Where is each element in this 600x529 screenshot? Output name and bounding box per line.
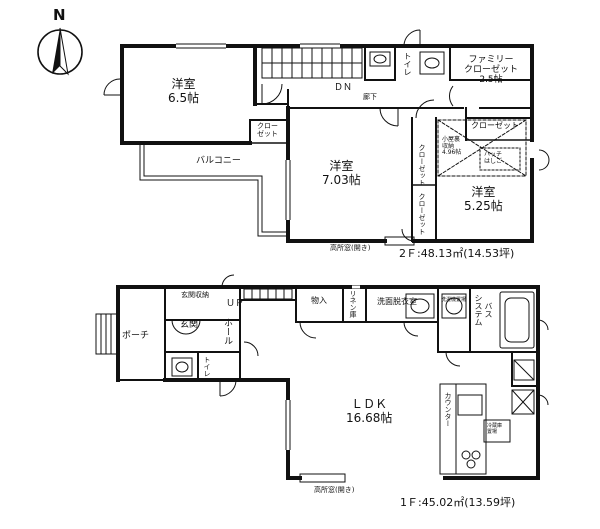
room-western-c: 洋室 5.25帖: [464, 185, 503, 214]
floor1-walls: [116, 285, 540, 480]
floor1-high-window-label: 高所窓(開き): [314, 486, 355, 494]
shoe-storage-label: 玄関収納: [181, 291, 209, 299]
closet-left-label: クロー ゼット: [257, 122, 278, 138]
family-closet-size: 2.5帖: [479, 74, 503, 85]
room-western-b-size: 7.03帖: [322, 172, 361, 187]
closet-vertical-1-label: クローゼット: [418, 144, 426, 186]
room-western-c-size: 5.25帖: [464, 198, 503, 213]
compass-north-label: N: [53, 6, 66, 24]
dn-label: ＤＮ: [334, 83, 353, 93]
floor1-fixtures: [171, 291, 535, 475]
floor1-area-label: 1Ｆ:45.02㎡(13.59坪): [400, 496, 516, 509]
family-closet-name: ファミリー: [468, 55, 514, 65]
entrance-label: 玄関: [180, 320, 199, 330]
up-label: ＵＰ: [226, 299, 245, 309]
room-western-b-name: 洋室: [329, 159, 354, 173]
attic-line3: 4.96帖: [442, 149, 462, 157]
room-western-c-name: 洋室: [471, 185, 496, 199]
room-western-a-size: 6.5帖: [168, 90, 200, 105]
room-ldk-size: 16.68帖: [346, 410, 393, 425]
room-western-a: 洋室 6.5帖: [168, 77, 200, 106]
floor2-toilet-label: トイレ: [403, 52, 412, 76]
bath-line2: バス: [484, 302, 493, 318]
floor2-windows: [176, 43, 415, 246]
hatch-line2: はしご: [484, 157, 503, 165]
hallway-label: 廊下: [363, 93, 377, 101]
counter-label: カウンター: [444, 392, 452, 427]
linen-label: リネン庫: [349, 290, 357, 318]
balcony: [139, 143, 288, 237]
hatch-line1: ハッチ: [484, 151, 503, 158]
room-western-b: 洋室 7.03帖: [322, 159, 361, 188]
fridge-line1: 冷蔵庫: [487, 423, 503, 429]
system-bath-label: システム: [474, 294, 483, 326]
floor1-stairs: [243, 288, 293, 300]
wash-room-label: 洗面脱衣室: [377, 297, 417, 306]
room-western-a-name: 洋室: [171, 77, 196, 91]
floor2-high-window-label: 高所窓(開き): [330, 244, 371, 252]
attic-line2: 収納: [442, 142, 455, 150]
north-compass-icon: [37, 27, 83, 76]
room-ldk-name: ＬＤＫ: [351, 397, 388, 411]
hatch-label: ハッチ はしご: [484, 151, 503, 165]
attic-line1: 小屋裏: [442, 136, 461, 143]
storage-label: 物入: [311, 296, 327, 305]
attic-storage-label: 小屋裏 収納 4.96帖: [442, 136, 462, 157]
porch-label: ポーチ: [122, 331, 150, 341]
floor1-windows: [285, 285, 360, 483]
closet-top-label: クローゼット: [471, 121, 519, 130]
closet-left-line1: クロー: [257, 122, 278, 130]
floor2-toilet-fixture: [369, 51, 445, 75]
floor2-area-label: 2Ｆ:48.13㎡(14.53坪): [399, 247, 515, 260]
porch-step: [95, 313, 119, 355]
floor2-stairs: [261, 47, 363, 79]
fridge-line2: 置場: [487, 428, 498, 435]
closet-vertical-2-label: クローゼット: [418, 193, 426, 235]
hall-label: ホール: [222, 318, 232, 345]
closet-left-line2: ゼット: [257, 129, 278, 138]
floor1-toilet-label: トイレ: [203, 356, 211, 377]
family-closet-name2: クローゼット: [464, 64, 519, 75]
bath-line1: システム: [474, 294, 483, 326]
family-closet-label: ファミリー クローゼット 2.5帖: [464, 55, 519, 86]
floor1-doors: [171, 274, 549, 406]
washer-label: 洗濯機置場: [441, 297, 467, 303]
balcony-label: バルコニー: [196, 156, 241, 166]
system-bath-label-2: バス: [484, 302, 493, 318]
fridge-label: 冷蔵庫 置場: [487, 423, 503, 435]
room-ldk: ＬＤＫ 16.68帖: [346, 397, 393, 426]
